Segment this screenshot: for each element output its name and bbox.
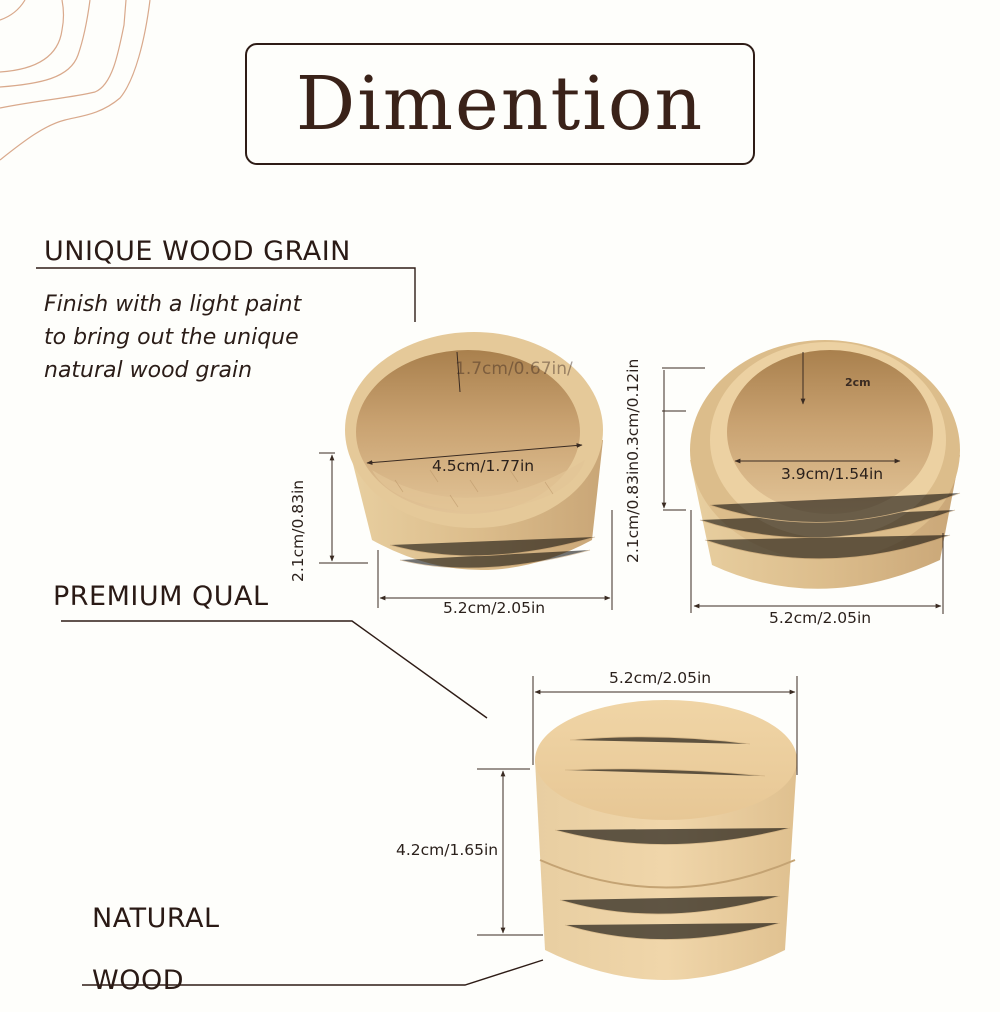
dim-inner-depth-box1: 1.7cm/0.67in/ bbox=[455, 359, 573, 379]
dim-inner-diameter-box1: 4.5cm/1.77in bbox=[432, 457, 535, 475]
description-line: natural wood grain bbox=[44, 358, 253, 383]
feature-description: Finish with a light paint to bring out t… bbox=[44, 288, 301, 387]
dim-diameter-box3: 5.2cm/2.05in bbox=[609, 669, 712, 687]
dim-height-box3: 4.2cm/1.65in bbox=[396, 841, 499, 859]
dim-inner-diameter-box2: 3.9cm/1.54in bbox=[781, 465, 884, 483]
dim-outer-diameter-box1: 5.2cm/2.05in bbox=[443, 599, 546, 617]
title-frame: Dimention bbox=[245, 43, 755, 165]
feature-heading-wood-grain: UNIQUE WOOD GRAIN bbox=[44, 236, 351, 267]
dim-height-lip-box2: 2.1cm/0.83in0.3cm/0.12in bbox=[624, 358, 642, 563]
feature-heading-premium-quality: PREMIUM QUAL bbox=[53, 581, 269, 612]
description-line: to bring out the unique bbox=[44, 325, 299, 350]
heading-line: NATURAL bbox=[92, 903, 220, 934]
description-line: Finish with a light paint bbox=[44, 292, 302, 317]
feature-heading-natural-wood: NATURAL WOOD bbox=[92, 888, 220, 1012]
dim-outer-diameter-box2: 5.2cm/2.05in bbox=[769, 609, 872, 627]
page-title: Dimention bbox=[295, 61, 705, 147]
callout-line-premium-quality bbox=[61, 620, 488, 719]
heading-line: WOOD bbox=[92, 965, 184, 996]
dim-inner-depth-box2: 2cm bbox=[845, 376, 871, 389]
dim-height-box1: 2.1cm/0.83in bbox=[289, 479, 307, 582]
box-closed bbox=[535, 700, 797, 980]
